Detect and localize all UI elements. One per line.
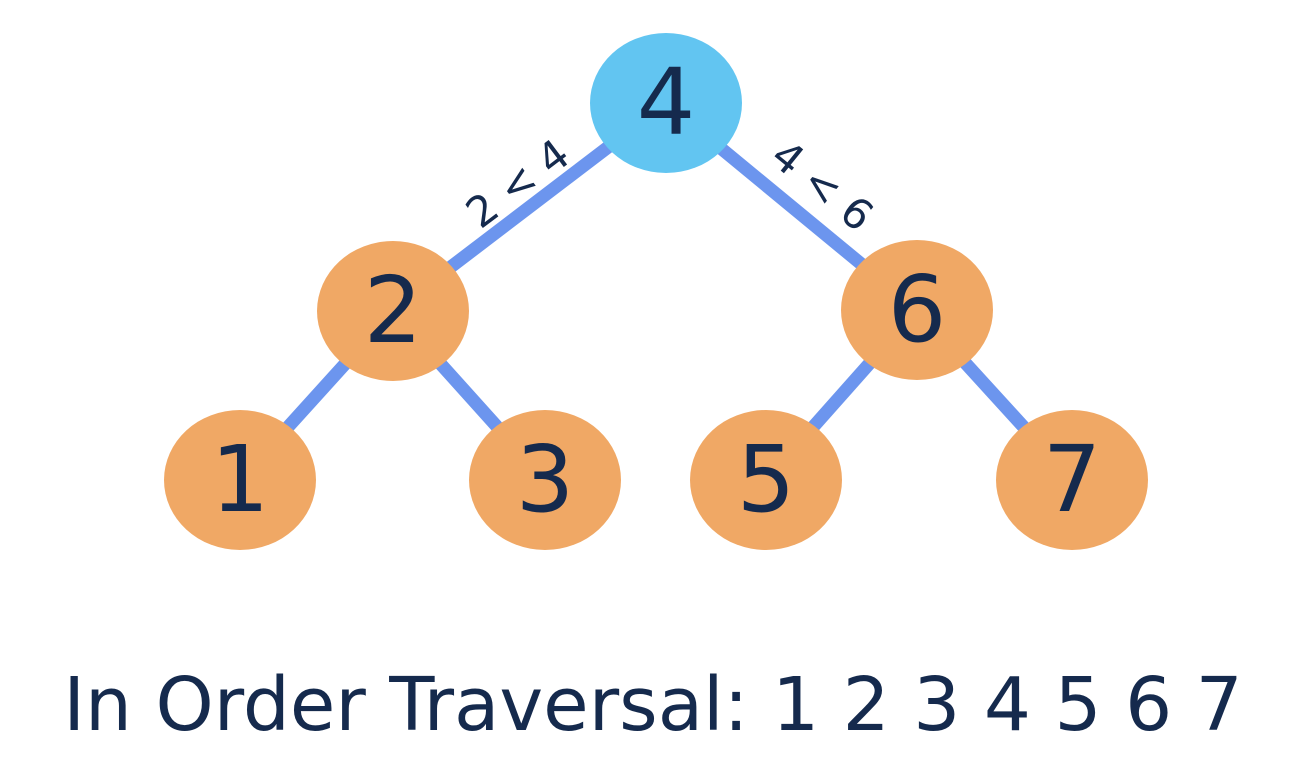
tree-node-2-value: 2 — [363, 257, 423, 364]
tree-node-4: 4 — [590, 33, 742, 173]
traversal-caption: In Order Traversal: 1 2 3 4 5 6 7 — [0, 668, 1306, 742]
tree-node-6: 6 — [841, 240, 993, 380]
tree-node-2: 2 — [317, 241, 469, 381]
tree-node-1: 1 — [164, 410, 316, 550]
tree-node-3-value: 3 — [515, 426, 575, 533]
traversal-caption-label: In Order Traversal: — [63, 662, 749, 748]
tree-node-4-value: 4 — [636, 49, 696, 156]
tree-node-5: 5 — [690, 410, 842, 550]
tree-node-5-value: 5 — [736, 426, 796, 533]
tree-node-3: 3 — [469, 410, 621, 550]
tree-node-6-value: 6 — [887, 256, 947, 363]
tree-node-1-value: 1 — [210, 426, 270, 533]
tree-node-7-value: 7 — [1042, 426, 1102, 533]
traversal-caption-sequence: 1 2 3 4 5 6 7 — [772, 662, 1243, 748]
tree-node-7: 7 — [996, 410, 1148, 550]
